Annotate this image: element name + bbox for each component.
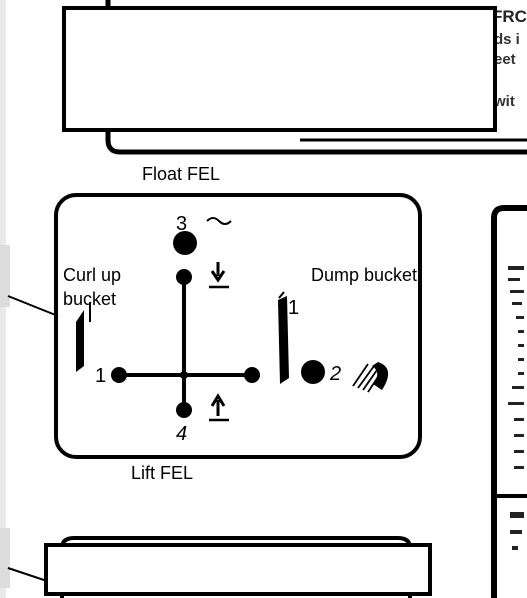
cross-end-left (111, 367, 127, 383)
redaction-box-bottom (44, 543, 432, 596)
dump-bucket-icon (278, 296, 289, 384)
dump-bucket-tip (278, 291, 285, 299)
position-number-3: 3 (176, 213, 187, 235)
side-number-1: 1 (288, 297, 299, 319)
position-number-1: 1 (95, 365, 106, 387)
top-panel-outline (105, 0, 527, 155)
cross-end-bottom (176, 402, 192, 418)
top-right-scrap-2: ds i (494, 31, 520, 48)
label-curl-up-line2: bucket (63, 289, 117, 309)
label-dump-bucket: Dump bucket (311, 265, 418, 285)
float-detent-ball (173, 231, 197, 255)
curl-bucket-icon (76, 310, 84, 372)
pouring-bucket-icon (372, 362, 389, 390)
label-lift-fel: Lift FEL (131, 463, 194, 483)
margin-tab-top (0, 245, 10, 307)
margin-tab-bottom (0, 528, 10, 588)
cross-center (180, 371, 188, 379)
right-panel-outline (491, 205, 527, 598)
cross-end-right (244, 367, 260, 383)
float-wave-icon (206, 217, 232, 225)
pouring-stream-icon (352, 363, 381, 393)
top-right-scrap-3: eet (494, 51, 516, 68)
control-pattern-box (54, 193, 422, 459)
leader-line-bottom (7, 567, 51, 583)
redaction-box-top (62, 6, 497, 132)
label-curl-up-line1: Curl up (63, 265, 122, 285)
lower-arrow-icon (210, 262, 226, 283)
top-right-scrap-4: wit (493, 93, 515, 110)
position-number-2: 2 (329, 363, 341, 385)
top-right-scrap-1: FRC (492, 7, 527, 26)
right-panel-scrap-marks (508, 266, 524, 550)
dump-detent-ball (301, 360, 325, 384)
cross-end-top (176, 269, 192, 285)
label-float-fel: Float FEL (142, 164, 221, 184)
leader-line-top (7, 295, 59, 317)
raise-arrow-icon (210, 393, 226, 416)
position-number-4: 4 (176, 423, 187, 445)
